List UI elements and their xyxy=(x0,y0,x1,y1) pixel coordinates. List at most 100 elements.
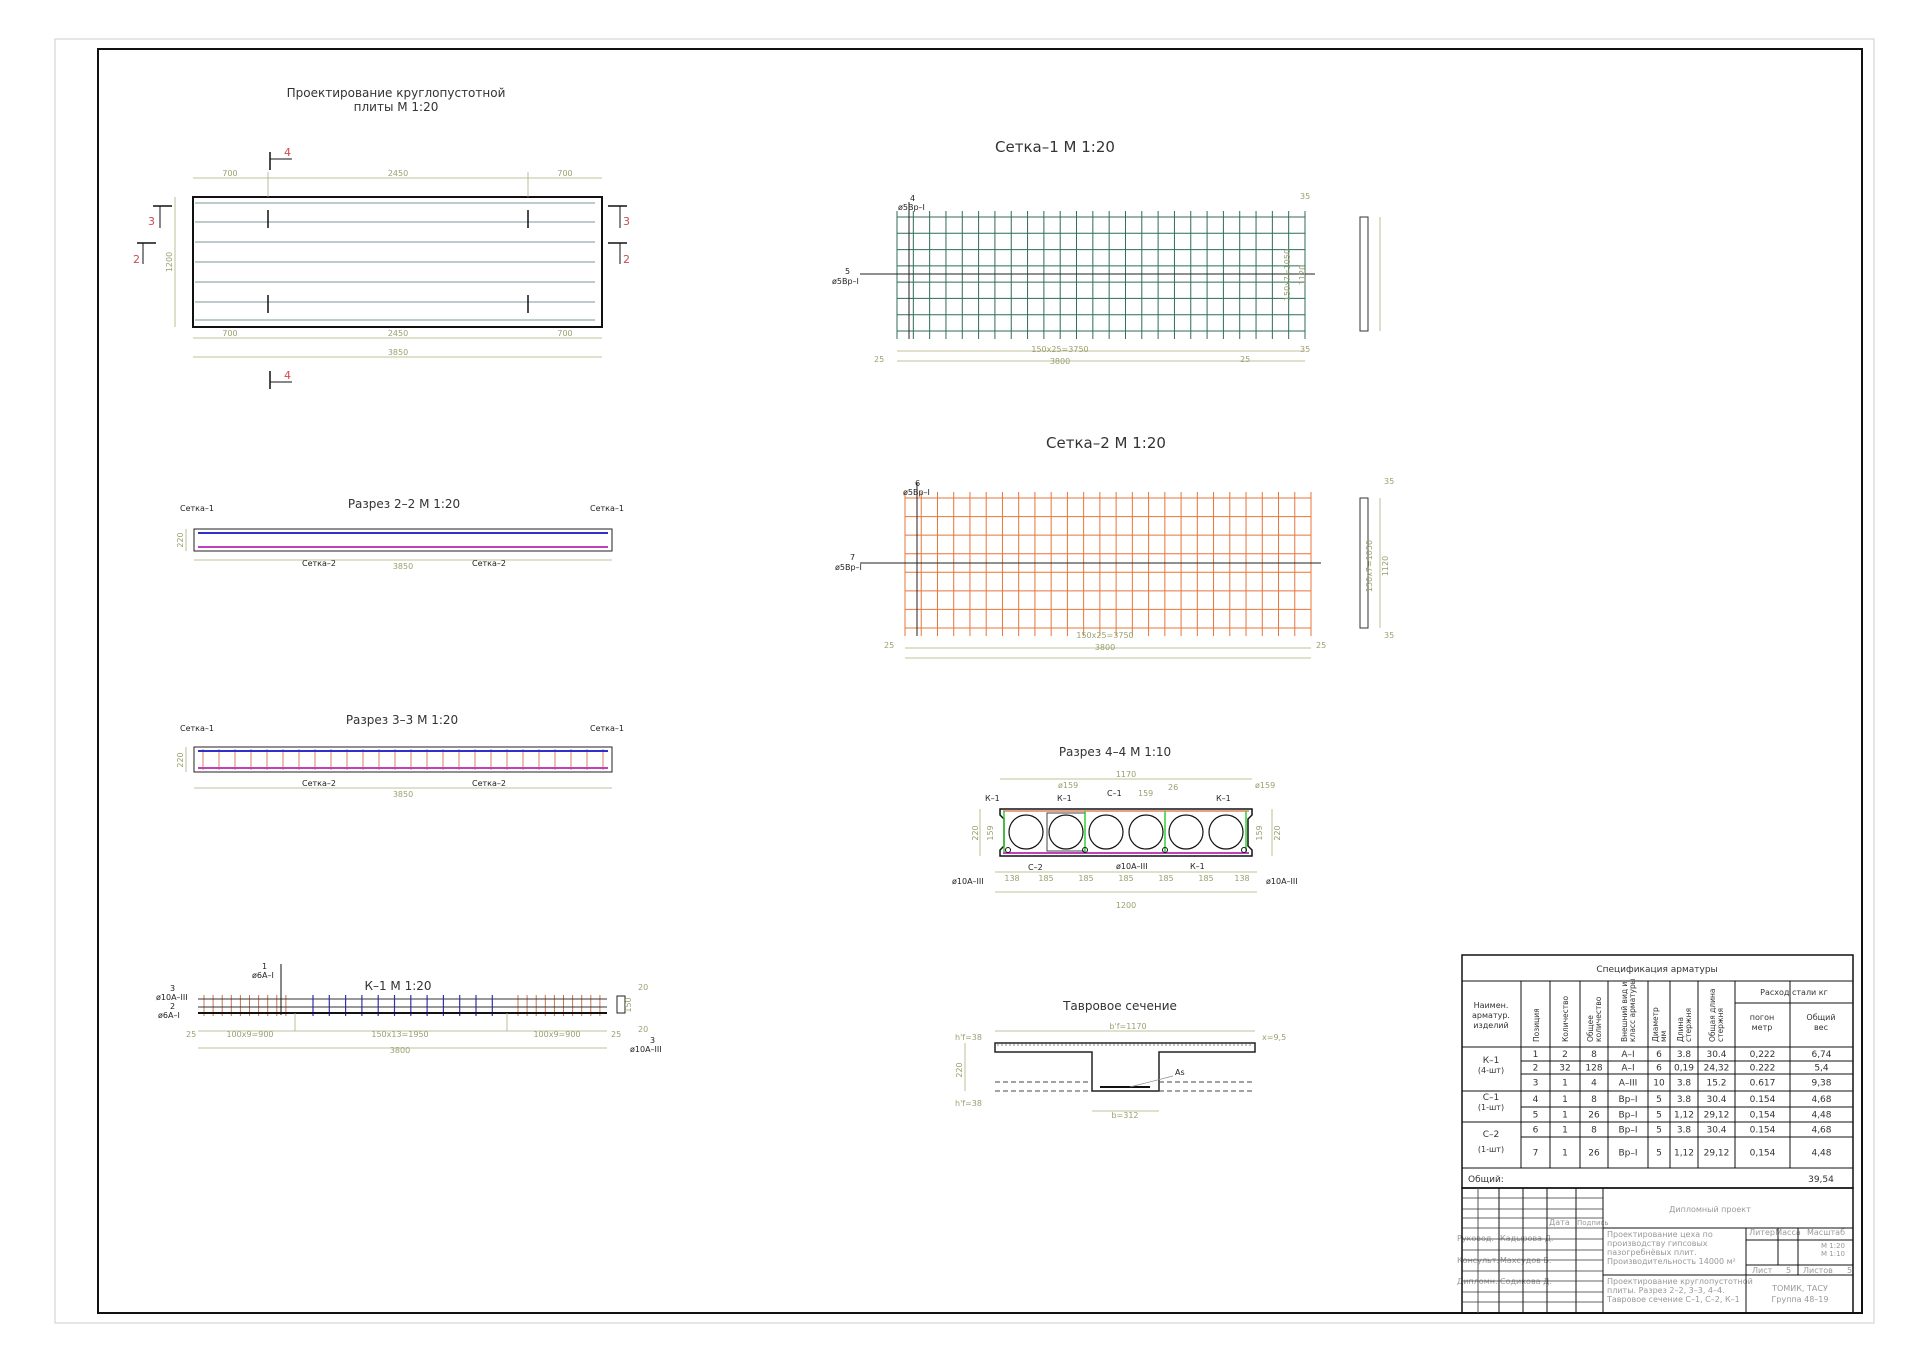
cut-label-3: 3 xyxy=(623,215,630,228)
total-label: Общий: xyxy=(1468,1175,1504,1185)
dim-void-diameter: ø159 xyxy=(1058,781,1078,790)
dim-cover: 20 xyxy=(638,983,648,992)
mesh-1-label: Сетка–1 xyxy=(180,724,214,733)
dim-side-pitch: 150x7=1050 xyxy=(1365,540,1374,592)
hollow-void xyxy=(1048,814,1084,850)
mesh-2-bar-6: ø5Вр–I xyxy=(903,488,930,497)
sheets-label: Листов xyxy=(1803,1266,1833,1275)
dim-700: 700 xyxy=(557,329,572,338)
scale-value: М 1:20 xyxy=(1821,1242,1845,1250)
table-cell: 26 xyxy=(1588,1149,1600,1159)
mesh-2-label: Сетка–2 xyxy=(472,559,506,568)
header-vertical: Общее xyxy=(1586,1015,1595,1042)
table-cell: 1,12 xyxy=(1674,1111,1694,1121)
dim-700: 700 xyxy=(557,169,572,178)
header-vertical: Позиция xyxy=(1532,1008,1541,1042)
dim-total: 3800 xyxy=(1095,643,1115,652)
table-cell: 6 xyxy=(1533,1126,1539,1136)
person-name: Махсудов Б. xyxy=(1500,1256,1551,1265)
table-cell: 3.8 xyxy=(1677,1079,1692,1089)
dim-spacing: 185 xyxy=(1078,874,1093,883)
longitudinal-bar xyxy=(1082,847,1088,853)
table-cell: 32 xyxy=(1559,1064,1570,1074)
group-name: К–1 xyxy=(1483,1056,1500,1066)
k1-bar-3: ø10А–III xyxy=(156,993,188,1002)
sheet-desc: плиты. Разрез 2–2, 3–3, 4–4. xyxy=(1607,1286,1725,1295)
dim-length: 3850 xyxy=(393,790,413,799)
mesh-1-pos-4: 4 xyxy=(910,194,915,203)
table-cell: 4 xyxy=(1533,1095,1539,1105)
mesh-1-label: Сетка–1 xyxy=(180,504,214,513)
header-total-weight: Общий xyxy=(1806,1013,1835,1022)
section-2-2-outline xyxy=(193,528,613,552)
table-cell: 29,12 xyxy=(1704,1111,1730,1121)
table-cell: 6,74 xyxy=(1811,1050,1831,1060)
table-cell: 1 xyxy=(1562,1149,1568,1159)
mesh-1: Сетка–1 М 1:20 4 ø5Вр–I 5 ø5Вр–I 150x25=… xyxy=(832,138,1381,366)
dim-spacing: 138 xyxy=(1234,874,1249,883)
mesh-1-bar-4: ø5Вр–I xyxy=(898,203,925,212)
table-cell: 0.617 xyxy=(1750,1079,1776,1089)
plan-view: Проектирование круглопустотной плиты М 1… xyxy=(133,86,630,389)
table-cell: 0,222 xyxy=(1750,1050,1776,1060)
table-cell: 4,68 xyxy=(1811,1095,1831,1105)
table-cell: 8 xyxy=(1591,1050,1597,1060)
dim-25: 25 xyxy=(884,641,894,650)
hollow-void xyxy=(1168,814,1204,850)
header-vertical: Общая длина xyxy=(1708,989,1717,1042)
mesh-1-label: Сетка–1 xyxy=(590,724,624,733)
table-cell: 8 xyxy=(1591,1126,1597,1136)
dim-hf: h'f=38 xyxy=(955,1099,982,1108)
project-desc: Производительность 14000 м² xyxy=(1607,1257,1736,1266)
k1-title: К–1 М 1:20 xyxy=(364,979,431,993)
mesh-2: Сетка–2 М 1:20 6 ø5Вр–I 7 ø5Вр–I 150x25=… xyxy=(835,434,1394,659)
table-cell: 2 xyxy=(1533,1064,1539,1074)
tee-outline xyxy=(994,1042,1256,1092)
table-cell: 3 xyxy=(1533,1079,1539,1089)
table-cell: 4,48 xyxy=(1811,1111,1831,1121)
table-cell: Вр–I xyxy=(1618,1149,1637,1159)
table-cell: 10 xyxy=(1653,1079,1665,1089)
header-per-meter: погон xyxy=(1750,1013,1774,1022)
dim-220: 220 xyxy=(1273,825,1282,840)
header-name: изделий xyxy=(1473,1021,1508,1030)
dim-spacing: 185 xyxy=(1118,874,1133,883)
table-cell: 6 xyxy=(1656,1064,1662,1074)
table-cell: 8 xyxy=(1591,1095,1597,1105)
table-cell: 15.2 xyxy=(1706,1079,1726,1089)
cut-label-2: 2 xyxy=(133,253,140,266)
section-2-2-title: Разрез 2–2 М 1:20 xyxy=(348,497,460,511)
k1-pos-1: 1 xyxy=(262,962,267,971)
header-vertical: количество xyxy=(1594,996,1603,1042)
project-name: Дипломный проект xyxy=(1669,1205,1751,1214)
title-block-border xyxy=(1461,1187,1854,1314)
outer-frame xyxy=(54,38,1875,1324)
table-cell: 5 xyxy=(1656,1111,1662,1121)
table-cell: 0,154 xyxy=(1750,1111,1776,1121)
person-name: Кадырова Д. xyxy=(1500,1234,1553,1243)
table-cell: 1 xyxy=(1562,1111,1568,1121)
table-cell: 4,48 xyxy=(1811,1149,1831,1159)
table-cell: 26 xyxy=(1588,1111,1600,1121)
table-cell: 0,19 xyxy=(1674,1064,1694,1074)
dim-height: 220 xyxy=(176,532,185,547)
mesh-1-label: Сетка–1 xyxy=(590,504,624,513)
header-name: Наимен. xyxy=(1474,1001,1509,1010)
table-cell: 5 xyxy=(1656,1149,1662,1159)
dim-159: 159 xyxy=(986,825,995,840)
mesh-2-title: Сетка–2 М 1:20 xyxy=(1046,434,1166,452)
table-cell: 30.4 xyxy=(1706,1126,1726,1136)
k1-bar-1: ø6А–I xyxy=(252,971,274,980)
project-desc: производству гипсовых xyxy=(1607,1239,1708,1248)
dim-2450: 2450 xyxy=(388,329,408,338)
sheet-number: 5 xyxy=(1786,1266,1791,1275)
section-3-3-stirrups xyxy=(202,749,604,770)
hollow-void xyxy=(1208,814,1244,850)
hollow-voids xyxy=(1003,811,1247,853)
k1-cross-section xyxy=(616,995,626,1014)
table-cell: 1 xyxy=(1533,1050,1539,1060)
dim-35: 35 xyxy=(1384,477,1394,486)
table-cell: 2 xyxy=(1562,1050,1568,1060)
dim-side-total: 1120 xyxy=(1381,556,1390,576)
